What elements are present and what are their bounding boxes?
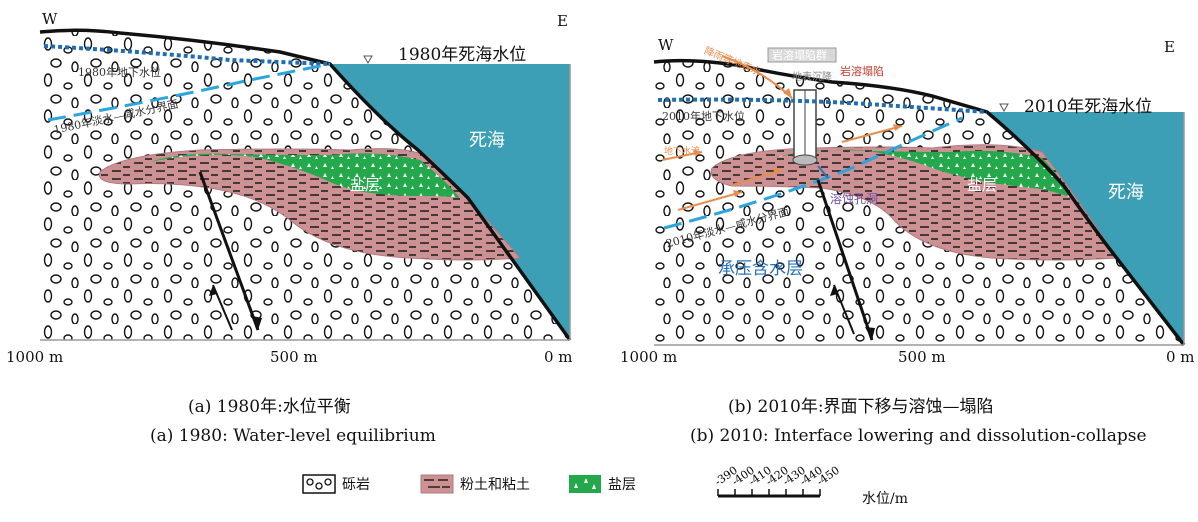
panel-a-salt-label: 盐层	[350, 176, 381, 194]
panel-a-groundwater-label: 1980年地下水位	[78, 66, 161, 79]
silt-clay-swatch-icon	[420, 474, 454, 494]
panel-b-west-label: W	[658, 36, 674, 54]
interface-line	[47, 62, 331, 122]
panel-b-sinkhole-group-label: 岩溶塌陷群	[772, 49, 827, 62]
panel-b-tick-1000: 1000 m	[620, 348, 678, 366]
groundwater-level-line	[43, 44, 331, 66]
dead-sea	[330, 64, 570, 340]
panel-a-sea-level-label: 1980年死海水位	[398, 45, 527, 65]
legend-salt: 盐层	[568, 474, 636, 494]
panel-b-sea-level-label: 2010年死海水位	[1024, 97, 1153, 117]
sea-level-marker-icon	[363, 55, 373, 65]
panel-b-cavity-label: 溶蚀孔洞	[830, 192, 879, 206]
ground-surface	[653, 58, 1186, 347]
panel-b-tick-0: 0 m	[1166, 348, 1195, 366]
panel-b-diagram	[653, 47, 1186, 347]
panel-b-sinkhole-label: 岩溶塌陷	[840, 65, 884, 78]
gravel-swatch-icon	[302, 474, 336, 494]
panel-b-caption-cn: (b) 2010年:界面下移与溶蚀—塌陷	[728, 397, 994, 417]
groundwater-level-line	[657, 97, 988, 114]
panel-a-tick-1000: 1000 m	[6, 348, 64, 366]
panel-a-east-label: E	[557, 12, 568, 30]
panel-a-caption-en: (a) 1980: Water-level equilibrium	[150, 426, 436, 446]
panel-a-diagram	[39, 28, 572, 342]
panel-a-west-label: W	[42, 10, 58, 28]
legend-silt-clay-label: 粉土和粘土	[460, 477, 530, 493]
interface-line	[663, 116, 963, 230]
salt-layer	[772, 149, 1072, 198]
salt-layer	[150, 153, 460, 198]
panel-b-salt-label: 盐层	[967, 176, 998, 194]
panel-b-caption-en: (b) 2010: Interface lowering and dissolu…	[690, 426, 1147, 446]
panel-a-tick-500: 500 m	[270, 348, 318, 366]
sea-level-marker-icon	[999, 103, 1009, 113]
legend-silt-clay: 粉土和粘土	[420, 474, 530, 494]
legend-gravel-label: 砾岩	[342, 477, 370, 493]
dead-sea	[987, 112, 1184, 345]
panel-b-east-label: E	[1164, 38, 1175, 56]
legend-salt-label: 盐层	[608, 477, 636, 493]
panel-b-underground-water-label: 地下水流	[664, 147, 701, 157]
legend-water-level-label: 水位/m	[862, 491, 908, 507]
panel-b-tick-500: 500 m	[898, 348, 946, 366]
panel-a-tick-0: 0 m	[544, 348, 573, 366]
panel-b-subsidence-label: 地表沉降	[792, 72, 832, 83]
panel-b-groundwater-label: 2010年地下水位	[662, 110, 745, 123]
water-level-scale: -390-400-410-420-430-440-450	[712, 464, 842, 498]
legend-gravel: 砾岩	[302, 474, 370, 494]
sinkhole-group-box	[767, 47, 837, 63]
panel-b-dead-sea-label: 死海	[1108, 182, 1144, 203]
panel-a-caption-cn: (a) 1980年:水位平衡	[188, 397, 351, 417]
panel-b-aquifer-label: 承压含水层	[718, 259, 803, 279]
salt-swatch-icon	[569, 475, 601, 493]
panel-a-dead-sea-label: 死海	[469, 130, 505, 151]
ground-surface	[39, 28, 572, 342]
